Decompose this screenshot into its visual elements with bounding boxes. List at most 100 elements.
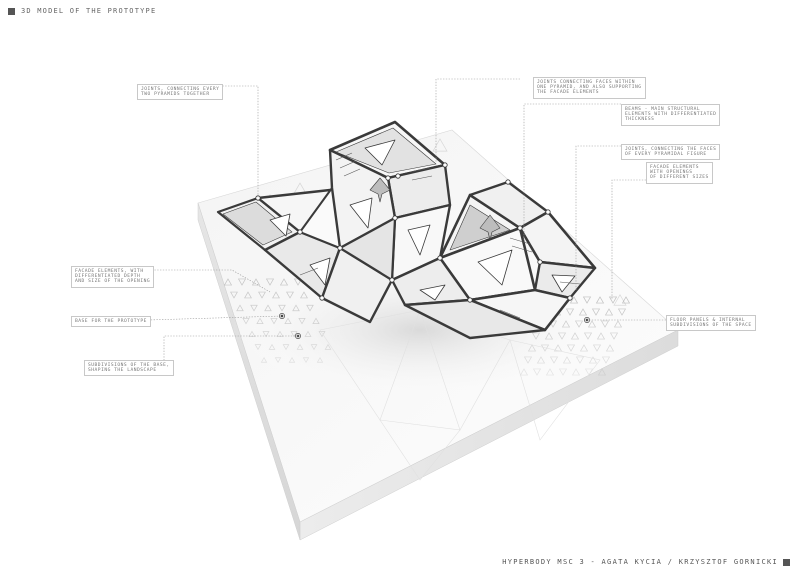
base-opening-triangle <box>588 356 598 364</box>
base-opening-triangle <box>617 308 627 316</box>
base-opening-triangle <box>569 296 579 304</box>
base-opening-triangle <box>579 344 589 352</box>
base-opening-triangle <box>230 291 238 299</box>
base-opening-triangle <box>254 344 262 351</box>
base-opening-triangle <box>242 317 250 325</box>
base-opening-triangle <box>324 343 332 350</box>
base-opening-triangle <box>597 368 607 376</box>
label-base: BASE FOR THE PROTOTYPE <box>71 316 151 328</box>
base-opening-triangle <box>575 356 585 364</box>
label-joints-within-pyramid: JOINTS CONNECTING FACES WITHIN ONE PYRAM… <box>533 77 646 99</box>
base-opening-triangle <box>290 331 298 338</box>
base-opening-triangle <box>523 356 533 364</box>
base-opening-triangle <box>251 278 261 286</box>
footer: HYPERBODY MSC 3 - AGATA KYCIA / KRZYSZTO… <box>502 558 790 566</box>
base-opening-triangle <box>621 296 631 304</box>
base-opening-triangle <box>236 304 244 312</box>
base-opening-triangle <box>558 368 568 376</box>
base-opening-triangle <box>268 343 276 350</box>
base-opening-triangle <box>582 296 592 304</box>
base-opening-triangle <box>318 331 326 338</box>
base-opening-triangle <box>583 332 593 340</box>
base-opening-triangle <box>276 330 284 337</box>
label-joints-every-two: JOINTS, CONNECTING EVERY TWO PYRAMIDS TO… <box>137 84 224 101</box>
base-opening-triangle <box>306 304 314 312</box>
base-opening-triangle <box>244 291 252 299</box>
base-opening-triangle <box>609 332 619 340</box>
base-opening-triangle <box>566 344 576 352</box>
base-opening-triangle <box>595 296 605 304</box>
base-opening-triangle <box>310 344 318 351</box>
base-opening-triangle <box>282 344 290 351</box>
pyramid-structure <box>216 120 597 340</box>
label-floor-panels: FLOOR PANELS & INTERNAL SUBDIVISIONS OF … <box>666 315 756 332</box>
base-opening-triangle <box>264 304 272 312</box>
base-opening-triangle <box>223 278 233 286</box>
base-opening-triangle <box>265 278 275 286</box>
base-opening-triangle <box>237 278 247 286</box>
base-opening-triangle <box>260 357 268 363</box>
base-opening-triangle <box>605 344 615 352</box>
label-beams: BEAMS - MAIN STRUCTURAL ELEMENTS WITH DI… <box>621 104 721 126</box>
base-opening-triangle <box>553 344 563 352</box>
label-facade-depth: FACADE ELEMENTS, WITH DIFFERENTIATED DEP… <box>71 266 155 288</box>
base-opening-triangle <box>587 320 597 328</box>
header-square-icon <box>8 7 15 15</box>
base-opening-triangle <box>562 356 572 364</box>
base-opening-triangle <box>557 332 567 340</box>
header: 3D model of the prototype <box>8 7 156 15</box>
base-opening-triangle <box>302 357 310 363</box>
base-subdivision-pattern <box>223 138 631 376</box>
base-opening-triangle <box>544 332 554 340</box>
base-opening-triangle <box>571 368 581 376</box>
base-opening-triangle <box>278 304 286 312</box>
base-opening-triangle <box>578 308 588 316</box>
base-opening-triangle <box>613 320 623 328</box>
base-opening-triangle <box>250 304 258 312</box>
base-opening-triangle <box>298 317 306 325</box>
base-opening-triangle <box>601 356 611 364</box>
base-opening-triangle <box>527 344 537 352</box>
base-opening-triangle <box>574 320 584 328</box>
base-opening-triangle <box>531 332 541 340</box>
base-opening-triangle <box>536 356 546 364</box>
base-opening-triangle <box>300 291 308 299</box>
base-opening-triangle <box>596 332 606 340</box>
base-opening-triangle <box>613 294 627 306</box>
base-opening-triangle <box>262 331 270 338</box>
annotation-leaders <box>146 78 666 365</box>
base-opening-triangle <box>600 320 610 328</box>
base-opening-triangle <box>549 356 559 364</box>
base-opening-triangle <box>570 332 580 340</box>
base-opening-triangle <box>272 291 280 299</box>
label-facade-openings: FACADE ELEMENTS WITH OPENINGS OF DIFFERE… <box>646 162 713 184</box>
base-opening-triangle <box>284 317 292 325</box>
base-opening-triangle <box>432 138 448 152</box>
base-opening-triangle <box>286 291 294 299</box>
base-opening-triangle <box>604 308 614 316</box>
base-opening-triangle <box>304 330 312 337</box>
base-opening-triangle <box>591 308 601 316</box>
base-opening-triangle <box>519 368 529 376</box>
base-opening-triangle <box>565 308 575 316</box>
base-opening-triangle <box>270 317 278 325</box>
base-opening-triangle <box>248 330 256 337</box>
base-opening-triangle <box>592 344 602 352</box>
footer-square-icon <box>783 558 790 566</box>
base-opening-triangle <box>532 368 542 376</box>
base-opening-triangle <box>258 291 266 299</box>
base-opening-triangle <box>545 368 555 376</box>
base-opening-triangle <box>608 296 618 304</box>
base-opening-triangle <box>292 304 300 312</box>
base-opening-triangle <box>316 357 324 363</box>
base-opening-triangle <box>312 317 320 325</box>
base-opening-triangle <box>256 317 264 325</box>
page-title: 3D model of the prototype <box>21 7 157 15</box>
base-opening-triangle <box>274 357 282 363</box>
footer-credits: HYPERBODY MSC 3 - AGATA KYCIA / KRZYSZTO… <box>502 558 778 566</box>
base-opening-triangle <box>296 343 304 350</box>
label-joints-faces: JOINTS, CONNECTING THE FACES OF EVERY PY… <box>621 144 721 161</box>
label-subdivisions-base: SUBDIVISIONS OF THE BASE, SHAPING THE LA… <box>84 360 174 377</box>
base-opening-triangle <box>288 357 296 363</box>
